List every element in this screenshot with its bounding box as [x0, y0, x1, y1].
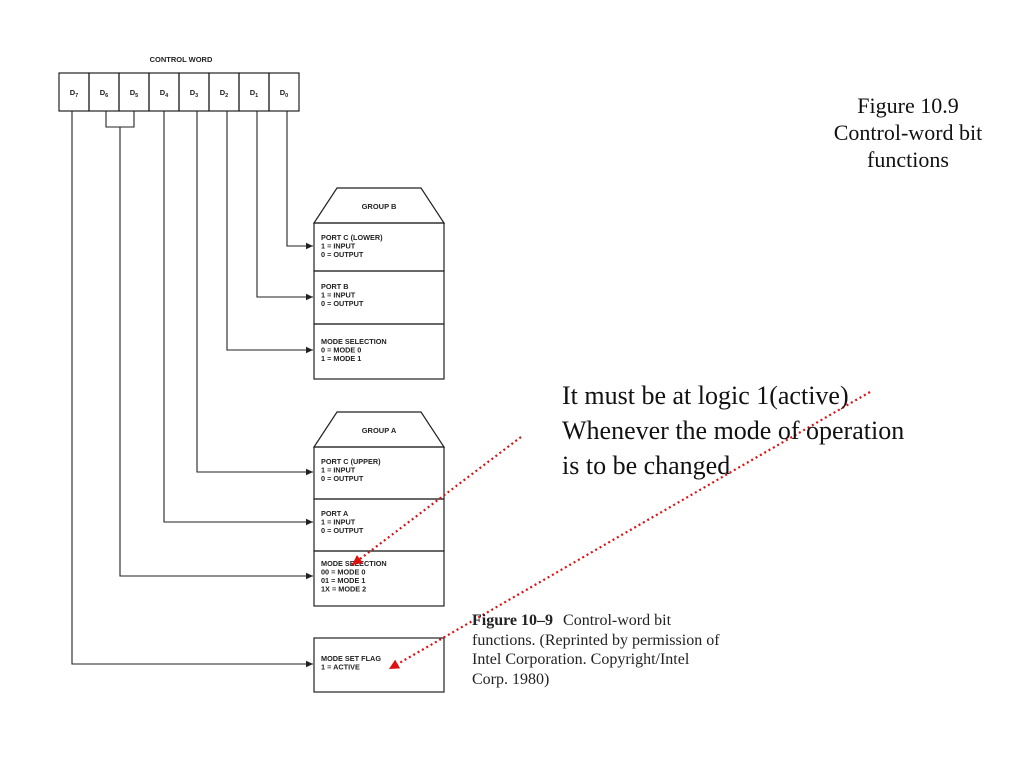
bit-label-d2: D2: [220, 88, 228, 99]
group-b-mode-selection-box: [313, 323, 445, 380]
bit-label-d6: D6: [100, 88, 108, 99]
group-b-port-b-text: PORT B 1 = INPUT 0 = OUTPUT: [321, 282, 364, 308]
group-a: [312, 411, 446, 607]
group-b-port-c-lower-text: PORT C (LOWER) 1 = INPUT 0 = OUTPUT: [321, 233, 385, 259]
bit-label-d5: D5: [130, 88, 138, 99]
connector-d6-d5-group-a-mode: [119, 127, 313, 580]
connector-d7-mode-set-flag: [71, 111, 313, 668]
caption-line: Control-word bit: [563, 612, 672, 629]
bit-label-d3: D3: [190, 88, 198, 99]
group-b-mode-selection-text: MODE SELECTION 0 = MODE 0 1 = MODE 1: [321, 337, 389, 363]
figure-caption: Figure 10–9 Control-word bit functions. (…: [472, 611, 812, 689]
group-b: [312, 187, 446, 380]
bit-label-d4: D4: [160, 88, 169, 99]
connector-d1-port-b: [256, 111, 313, 301]
bit-label-d1: D1: [250, 88, 258, 99]
group-a-port-c-upper-text: PORT C (UPPER) 1 = INPUT 0 = OUTPUT: [321, 457, 383, 483]
caption-line: functions. (Reprinted by permission of: [472, 631, 720, 649]
annotation-arrow-to-group-a-mode: [351, 436, 522, 566]
caption-line: Intel Corporation. Copyright/Intel: [472, 651, 690, 668]
figure-label-line: Control-word bit: [833, 120, 983, 145]
annotation-note-line: is to be changed: [562, 451, 731, 480]
annotation-note-line: It must be at logic 1(active): [562, 381, 849, 410]
mode-set-flag-text: MODE SET FLAG 1 = ACTIVE: [321, 654, 383, 672]
group-b-title: GROUP B: [362, 202, 397, 211]
bit-cell-d0: [268, 72, 300, 112]
caption-figure-number: Figure 10–9: [472, 612, 554, 629]
group-a-mode-selection-text: MODE SELECTION 00 = MODE 0 01 = MODE 1 1…: [321, 559, 389, 594]
bit-register: [58, 72, 300, 112]
connector-d0-port-c-lower: [286, 111, 313, 250]
connector-d3-port-c-upper: [196, 111, 313, 476]
annotation-note-line: Whenever the mode of operation: [562, 416, 905, 445]
connector-d4-port-a: [163, 111, 313, 526]
caption-line: Corp. 1980): [472, 670, 550, 688]
bit-label-d7: D7: [70, 88, 78, 99]
group-a-port-a-text: PORT A 1 = INPUT 0 = OUTPUT: [321, 509, 364, 535]
figure-label-line: Figure 10.9: [857, 93, 959, 118]
connector-d6-d5-bracket: [105, 111, 135, 128]
group-a-title: GROUP A: [362, 426, 397, 435]
annotation-note: It must be at logic 1(active) Whenever t…: [562, 378, 1017, 483]
bit-label-d0: D0: [280, 88, 288, 99]
figure-label: Figure 10.9 Control-word bit functions: [800, 92, 1016, 173]
connector-d2-group-b-mode: [226, 111, 313, 354]
mode-set-flag-box: [313, 637, 445, 693]
group-a-mode-selection-box: [313, 550, 445, 607]
figure-label-line: functions: [867, 147, 949, 172]
control-word-title: CONTROL WORD: [150, 55, 213, 64]
